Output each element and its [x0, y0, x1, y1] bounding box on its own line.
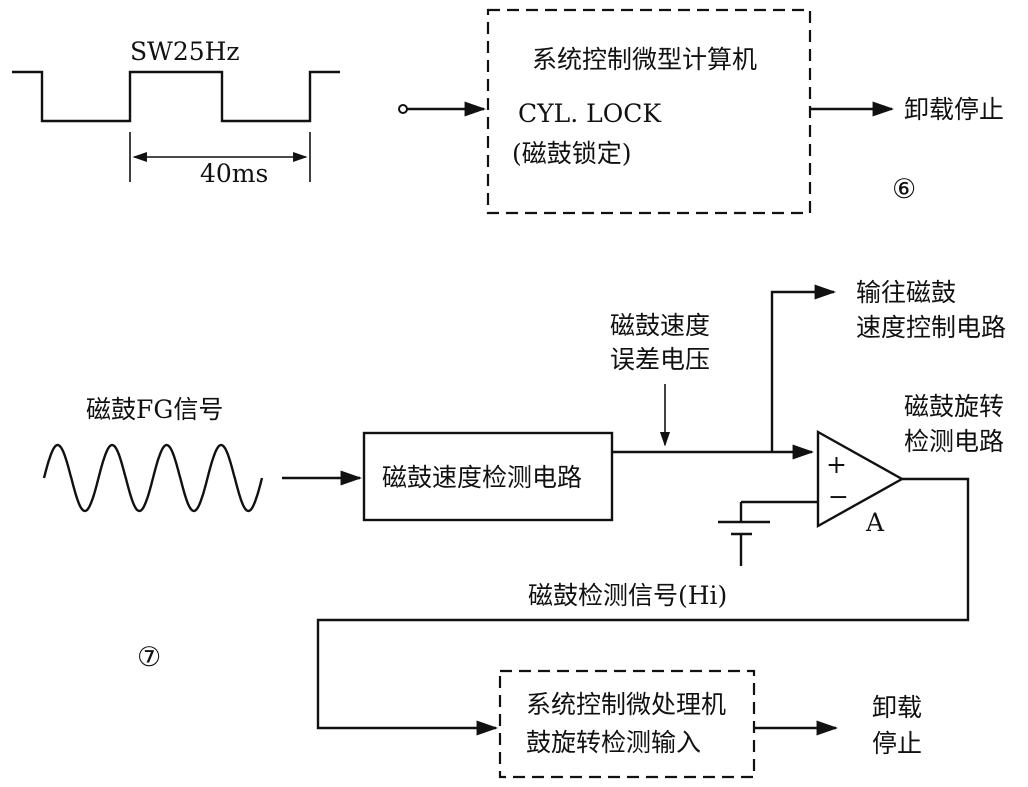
- period-label: 40ms: [200, 159, 268, 188]
- speed-control-branch: [770, 284, 837, 452]
- fg-signal-label: 磁鼓FG信号: [86, 395, 223, 424]
- processor-subtitle: 鼓旋转检测输入: [526, 728, 701, 757]
- stop-label-2: 停止: [872, 729, 922, 758]
- fg-sine-waveform: [42, 443, 264, 513]
- processor-title: 系统控制微处理机: [526, 690, 726, 719]
- system-processor-box: [498, 669, 756, 779]
- cyl-lock-note: (磁鼓锁定): [512, 139, 632, 168]
- speed-detector-label: 磁鼓速度检测电路: [382, 463, 582, 492]
- amp-name: A: [865, 508, 885, 537]
- output-label: 卸载停止: [904, 95, 1004, 124]
- cyl-lock-label: CYL. LOCK: [518, 99, 662, 128]
- waveform-label: SW25Hz: [130, 37, 240, 66]
- error-voltage-label-2: 误差电压: [610, 345, 710, 374]
- detect-signal-line: [316, 477, 970, 736]
- rotation-detect-label-1: 磁鼓旋转: [904, 392, 1004, 421]
- comparator-amplifier: [816, 429, 905, 529]
- rotation-detect-label-2: 检测电路: [904, 427, 1004, 456]
- system-computer-box: [486, 8, 812, 215]
- detect-signal-label: 磁鼓检测信号(Hi): [528, 581, 727, 610]
- input-terminal: [398, 104, 408, 114]
- error-voltage-label-1: 磁鼓速度: [610, 311, 710, 340]
- figure-6-number: ⑥: [892, 174, 916, 205]
- figure-6: SW25Hz 40ms 系统控制微型计算机 CYL. LOCK (磁鼓锁定) 卸…: [12, 8, 1004, 215]
- computer-title: 系统控制微型计算机: [532, 45, 757, 74]
- figure-7-number: ⑦: [137, 642, 161, 673]
- stop-label-1: 卸载: [872, 693, 922, 722]
- speed-control-label-2: 速度控制电路: [856, 313, 1006, 342]
- speed-detector-box: [362, 431, 614, 522]
- amp-minus-sign: −: [828, 482, 849, 511]
- amp-plus-sign: +: [826, 450, 847, 479]
- speed-control-label-1: 输往磁鼓: [856, 278, 956, 307]
- figure-7: 磁鼓FG信号 磁鼓速度检测电路 磁鼓速度 误差电压 输往磁鼓 速度控制电路 磁鼓…: [42, 278, 1006, 779]
- square-waveform: [12, 70, 340, 123]
